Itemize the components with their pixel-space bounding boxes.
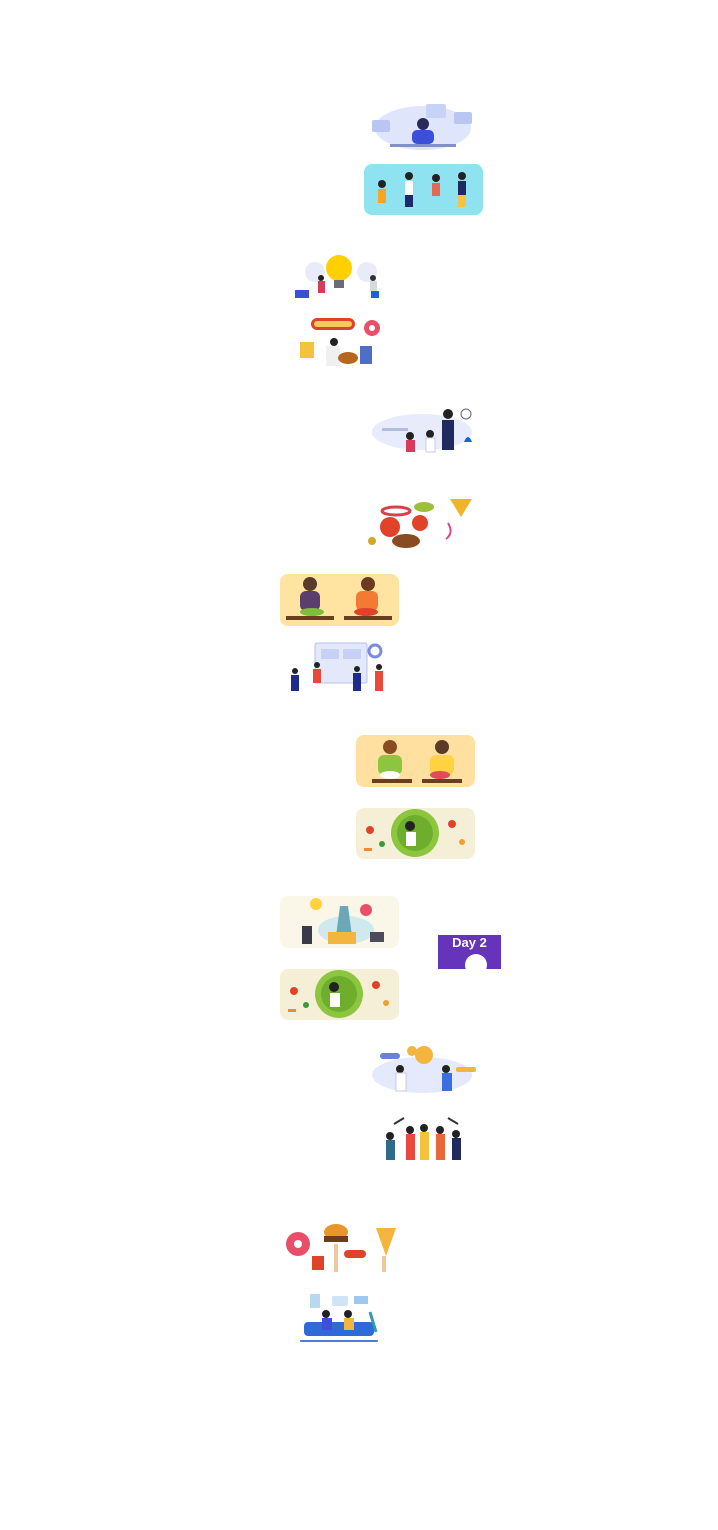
office-team-meeting-icon bbox=[368, 402, 476, 454]
creative-workspace-icon bbox=[280, 896, 399, 948]
junk-food-people-icon bbox=[296, 316, 384, 366]
group-cheering-icon bbox=[366, 1114, 472, 1167]
team-dashboard-illustration-icon bbox=[370, 100, 476, 152]
person-vegetables-plate-icon bbox=[280, 969, 399, 1020]
salad-ingredients-icon bbox=[362, 497, 478, 549]
couple-dining-icon bbox=[280, 574, 399, 626]
people-jumping-celebration-icon bbox=[364, 164, 483, 215]
team-building-board-icon bbox=[287, 641, 393, 693]
lightbulb-idea-team-icon bbox=[291, 248, 387, 300]
money-exchange-people-icon bbox=[366, 1043, 480, 1095]
person-vegetables-plate-icon bbox=[356, 808, 475, 859]
fast-food-hands-icon bbox=[284, 1222, 401, 1274]
day-2-label: Day 2 bbox=[452, 935, 487, 950]
day-2-badge[interactable]: Day 2 bbox=[438, 935, 501, 969]
badge-knob-icon bbox=[465, 954, 487, 969]
people-on-sofa-icon bbox=[298, 1292, 380, 1344]
couple-eating-salad-icon bbox=[356, 735, 475, 787]
